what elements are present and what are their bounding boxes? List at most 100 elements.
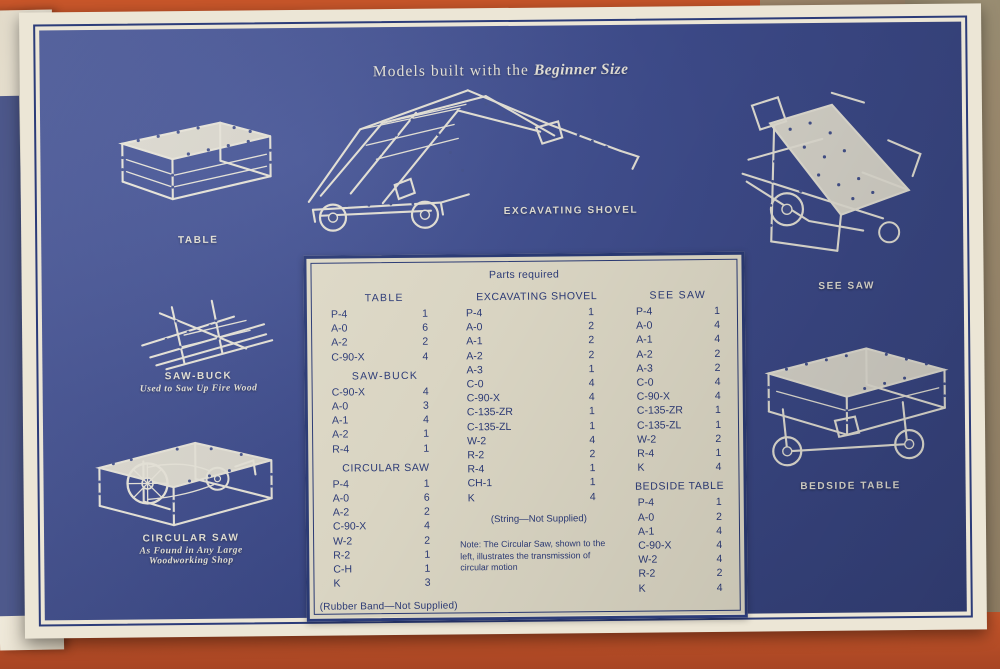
part-qty: 1 bbox=[423, 477, 430, 490]
part-number: W-2 bbox=[467, 434, 487, 448]
part-qty: 4 bbox=[714, 375, 721, 388]
part-number: C-135-ZR bbox=[466, 406, 514, 419]
part-number: R-4 bbox=[637, 447, 655, 460]
part-qty: 4 bbox=[714, 333, 721, 346]
group-title-table: TABLE bbox=[364, 291, 404, 305]
table-row: R-4 1 bbox=[318, 441, 453, 456]
part-qty: 1 bbox=[715, 418, 722, 431]
part-qty: 2 bbox=[715, 432, 722, 445]
caption-circular-saw: CIRCULAR SAW As Found in Any Large Woodw… bbox=[86, 532, 296, 567]
part-number: P-4 bbox=[330, 308, 348, 321]
part-number: W-2 bbox=[637, 433, 657, 446]
part-qty: 1 bbox=[715, 446, 722, 459]
illustration-circular-saw bbox=[85, 420, 286, 540]
part-number: K bbox=[638, 582, 646, 595]
note-string-not-supplied: (String—Not Supplied) bbox=[490, 513, 587, 525]
part-qty: 4 bbox=[589, 490, 596, 503]
illustration-excavating-shovel bbox=[290, 73, 652, 236]
part-qty: 4 bbox=[716, 524, 723, 537]
part-qty: 1 bbox=[715, 496, 722, 509]
part-qty: 2 bbox=[716, 567, 723, 580]
group-title-circular-saw: CIRCULAR SAW bbox=[342, 461, 430, 475]
part-number: C-135-ZL bbox=[466, 420, 512, 433]
part-qty: 2 bbox=[714, 361, 721, 374]
part-number: A-2 bbox=[466, 349, 483, 362]
caption-table-label: TABLE bbox=[177, 234, 219, 247]
part-number: R-4 bbox=[332, 443, 350, 456]
part-qty: 1 bbox=[589, 419, 596, 432]
illustration-see-saw bbox=[712, 80, 934, 272]
part-qty: 1 bbox=[588, 306, 594, 319]
part-number: C-90-X bbox=[331, 386, 365, 399]
caption-saw-buck-sub: Used to Saw Up Fire Wood bbox=[139, 383, 258, 395]
part-qty: 2 bbox=[588, 320, 595, 333]
part-number: A-0 bbox=[637, 511, 655, 524]
part-number: A-2 bbox=[332, 506, 350, 519]
part-qty: 4 bbox=[422, 385, 429, 398]
part-number: R-2 bbox=[638, 568, 656, 581]
part-number: C-135-ZL bbox=[636, 418, 682, 432]
part-qty: 2 bbox=[589, 448, 596, 461]
part-qty: 2 bbox=[422, 336, 429, 349]
part-qty: 6 bbox=[423, 491, 430, 504]
table-row: C-H 1 bbox=[319, 562, 454, 577]
group-title-excavating-shovel: EXCAVATING SHOVEL bbox=[476, 290, 598, 304]
part-qty: 1 bbox=[714, 404, 721, 417]
footnote-rubber-band: (Rubber Band—Not Supplied) bbox=[319, 600, 458, 613]
part-number: A-0 bbox=[635, 319, 653, 332]
note-circular-saw-transmission: Note: The Circular Saw, shown to the lef… bbox=[460, 538, 606, 573]
part-number: C-90-X bbox=[331, 350, 365, 364]
part-qty: 1 bbox=[423, 442, 430, 455]
part-qty: 4 bbox=[424, 520, 431, 533]
part-qty: 2 bbox=[424, 534, 431, 547]
caption-see-saw: SEE SAW bbox=[782, 280, 912, 292]
part-number: W-2 bbox=[333, 535, 353, 548]
part-number: A-2 bbox=[636, 348, 653, 361]
part-qty: 4 bbox=[715, 461, 722, 474]
caption-see-saw-label: SEE SAW bbox=[818, 280, 876, 292]
part-qty: 4 bbox=[422, 350, 429, 363]
caption-excavating-shovel-label: EXCAVATING SHOVEL bbox=[503, 204, 639, 217]
part-number: A-0 bbox=[466, 321, 483, 334]
part-number: C-135-ZR bbox=[636, 404, 684, 418]
part-number: A-0 bbox=[331, 322, 348, 335]
part-qty: 2 bbox=[588, 334, 595, 347]
part-number: C-H bbox=[333, 563, 353, 576]
part-number: A-1 bbox=[331, 414, 349, 427]
part-number: K bbox=[637, 461, 645, 474]
part-qty: 1 bbox=[588, 405, 595, 418]
part-number: CH-1 bbox=[467, 477, 493, 490]
caption-saw-buck: SAW-BUCK Used to Saw Up Fire Wood bbox=[98, 370, 298, 395]
part-qty: 1 bbox=[588, 362, 595, 375]
illustration-table bbox=[102, 106, 283, 213]
part-number: K bbox=[333, 577, 341, 590]
part-qty: 3 bbox=[424, 576, 431, 590]
part-qty: 4 bbox=[716, 553, 723, 566]
part-qty: 6 bbox=[422, 321, 429, 334]
group-title-saw-buck: SAW-BUCK bbox=[351, 369, 419, 383]
part-number: C-0 bbox=[636, 376, 654, 389]
illustration-saw-buck bbox=[126, 290, 287, 382]
part-qty: 1 bbox=[714, 304, 720, 317]
blueprint-field: Models built with the Beginner Size bbox=[39, 21, 967, 622]
part-number: P-4 bbox=[465, 307, 483, 320]
part-qty: 1 bbox=[424, 562, 431, 575]
